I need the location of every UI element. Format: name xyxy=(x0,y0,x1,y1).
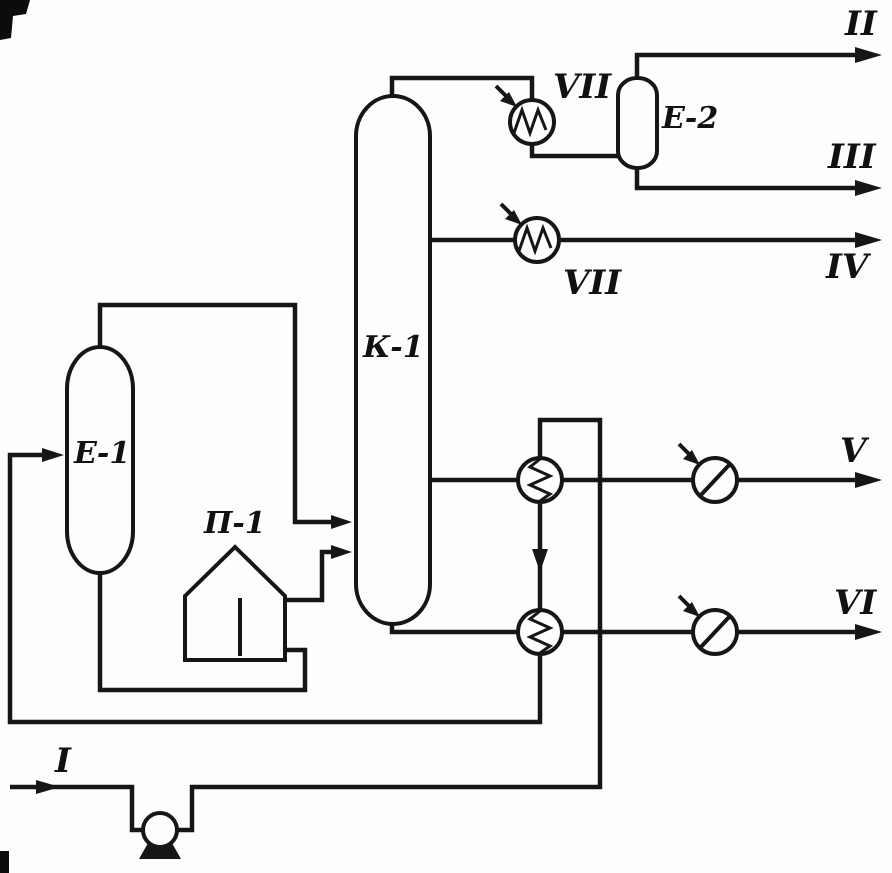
label-e1: Е-1 xyxy=(73,436,130,471)
cooler-diagonal xyxy=(698,614,732,650)
arrowheads-group xyxy=(36,47,882,794)
e1-inlet-arrow xyxy=(42,448,64,462)
cooler-coil xyxy=(517,223,553,256)
corner-blob-top-left xyxy=(0,0,30,40)
corner-mark-bottom-left xyxy=(0,851,9,873)
equipment-group xyxy=(65,76,659,859)
column-upper-inlet-arrow xyxy=(331,515,352,529)
condenser-to-e2-line xyxy=(529,143,618,159)
pump-discharge-line xyxy=(176,417,603,833)
label-stream-vii-top: VII xyxy=(553,67,612,107)
pump xyxy=(139,811,181,859)
exchanger-coil xyxy=(526,457,554,503)
stream-iii-line xyxy=(634,167,856,191)
condenser-coil xyxy=(512,105,548,138)
stream-ii-line xyxy=(634,52,856,79)
column-lower-inlet-arrow xyxy=(331,545,352,559)
stream-i-feed-line xyxy=(10,784,144,833)
product-cooler-vi xyxy=(677,594,739,656)
exchanger-coil xyxy=(526,609,554,655)
stream-vi-arrow xyxy=(855,624,882,640)
furnace-p1 xyxy=(183,544,287,662)
coolant-arrow-line xyxy=(499,202,514,217)
label-stream-ii: II xyxy=(844,4,878,44)
stream-iv-arrow xyxy=(855,232,882,248)
exchangers-group xyxy=(494,84,739,656)
feed-heat-exchanger-1 xyxy=(516,456,564,504)
scan-artifacts xyxy=(0,0,30,873)
pump-casing xyxy=(141,811,179,849)
coolant-arrow-head xyxy=(505,210,522,225)
label-stream-v: V xyxy=(840,431,870,471)
furnace-to-column-line xyxy=(286,549,336,603)
cooler-diagonal xyxy=(698,462,732,498)
cooler-vii-side xyxy=(499,202,561,264)
pump-base xyxy=(139,843,181,859)
coolant-arrow-head xyxy=(683,450,700,465)
stream-v-arrow xyxy=(855,472,882,488)
label-stream-vi: VI xyxy=(834,583,877,623)
exchanger-to-e1-return-line xyxy=(7,452,543,725)
stream-iii-arrow xyxy=(855,180,882,196)
label-stream-i: I xyxy=(54,741,72,781)
label-stream-iii: III xyxy=(827,137,877,177)
coolant-arrow-line xyxy=(677,594,692,609)
stream-ii-arrow xyxy=(855,47,882,63)
column-k1 xyxy=(354,94,432,626)
label-p1: П-1 xyxy=(203,506,266,541)
vessel-e1 xyxy=(65,345,135,575)
stream-i-arrow xyxy=(36,780,60,794)
label-k1: К-1 xyxy=(362,330,424,365)
e1-top-to-column-line xyxy=(97,302,336,525)
label-stream-iv: IV xyxy=(825,247,872,287)
reflux-drum-e2 xyxy=(616,76,659,170)
label-stream-vii-mid: VII xyxy=(563,263,622,303)
coolant-arrow-line xyxy=(677,442,692,457)
product-cooler-v xyxy=(677,442,739,504)
coolant-arrow-head xyxy=(500,92,517,107)
coolant-arrow-line xyxy=(494,84,509,99)
exchanger-flow-down-arrow xyxy=(532,549,548,572)
label-e2: Е-2 xyxy=(661,101,718,136)
coolant-arrow-head xyxy=(683,602,700,617)
feed-heat-exchanger-2 xyxy=(516,608,564,656)
pipes-group xyxy=(7,52,856,833)
furnace-body xyxy=(183,544,287,662)
overhead-vapor-line xyxy=(389,75,535,101)
labels-group: К-1 Е-1 Е-2 П-1 I II III IV V VI VII VII xyxy=(54,4,878,781)
e1-bottom-to-furnace-line xyxy=(97,572,308,693)
condenser-vii-top xyxy=(494,84,556,146)
stream-vi-bottoms-line xyxy=(389,616,856,635)
